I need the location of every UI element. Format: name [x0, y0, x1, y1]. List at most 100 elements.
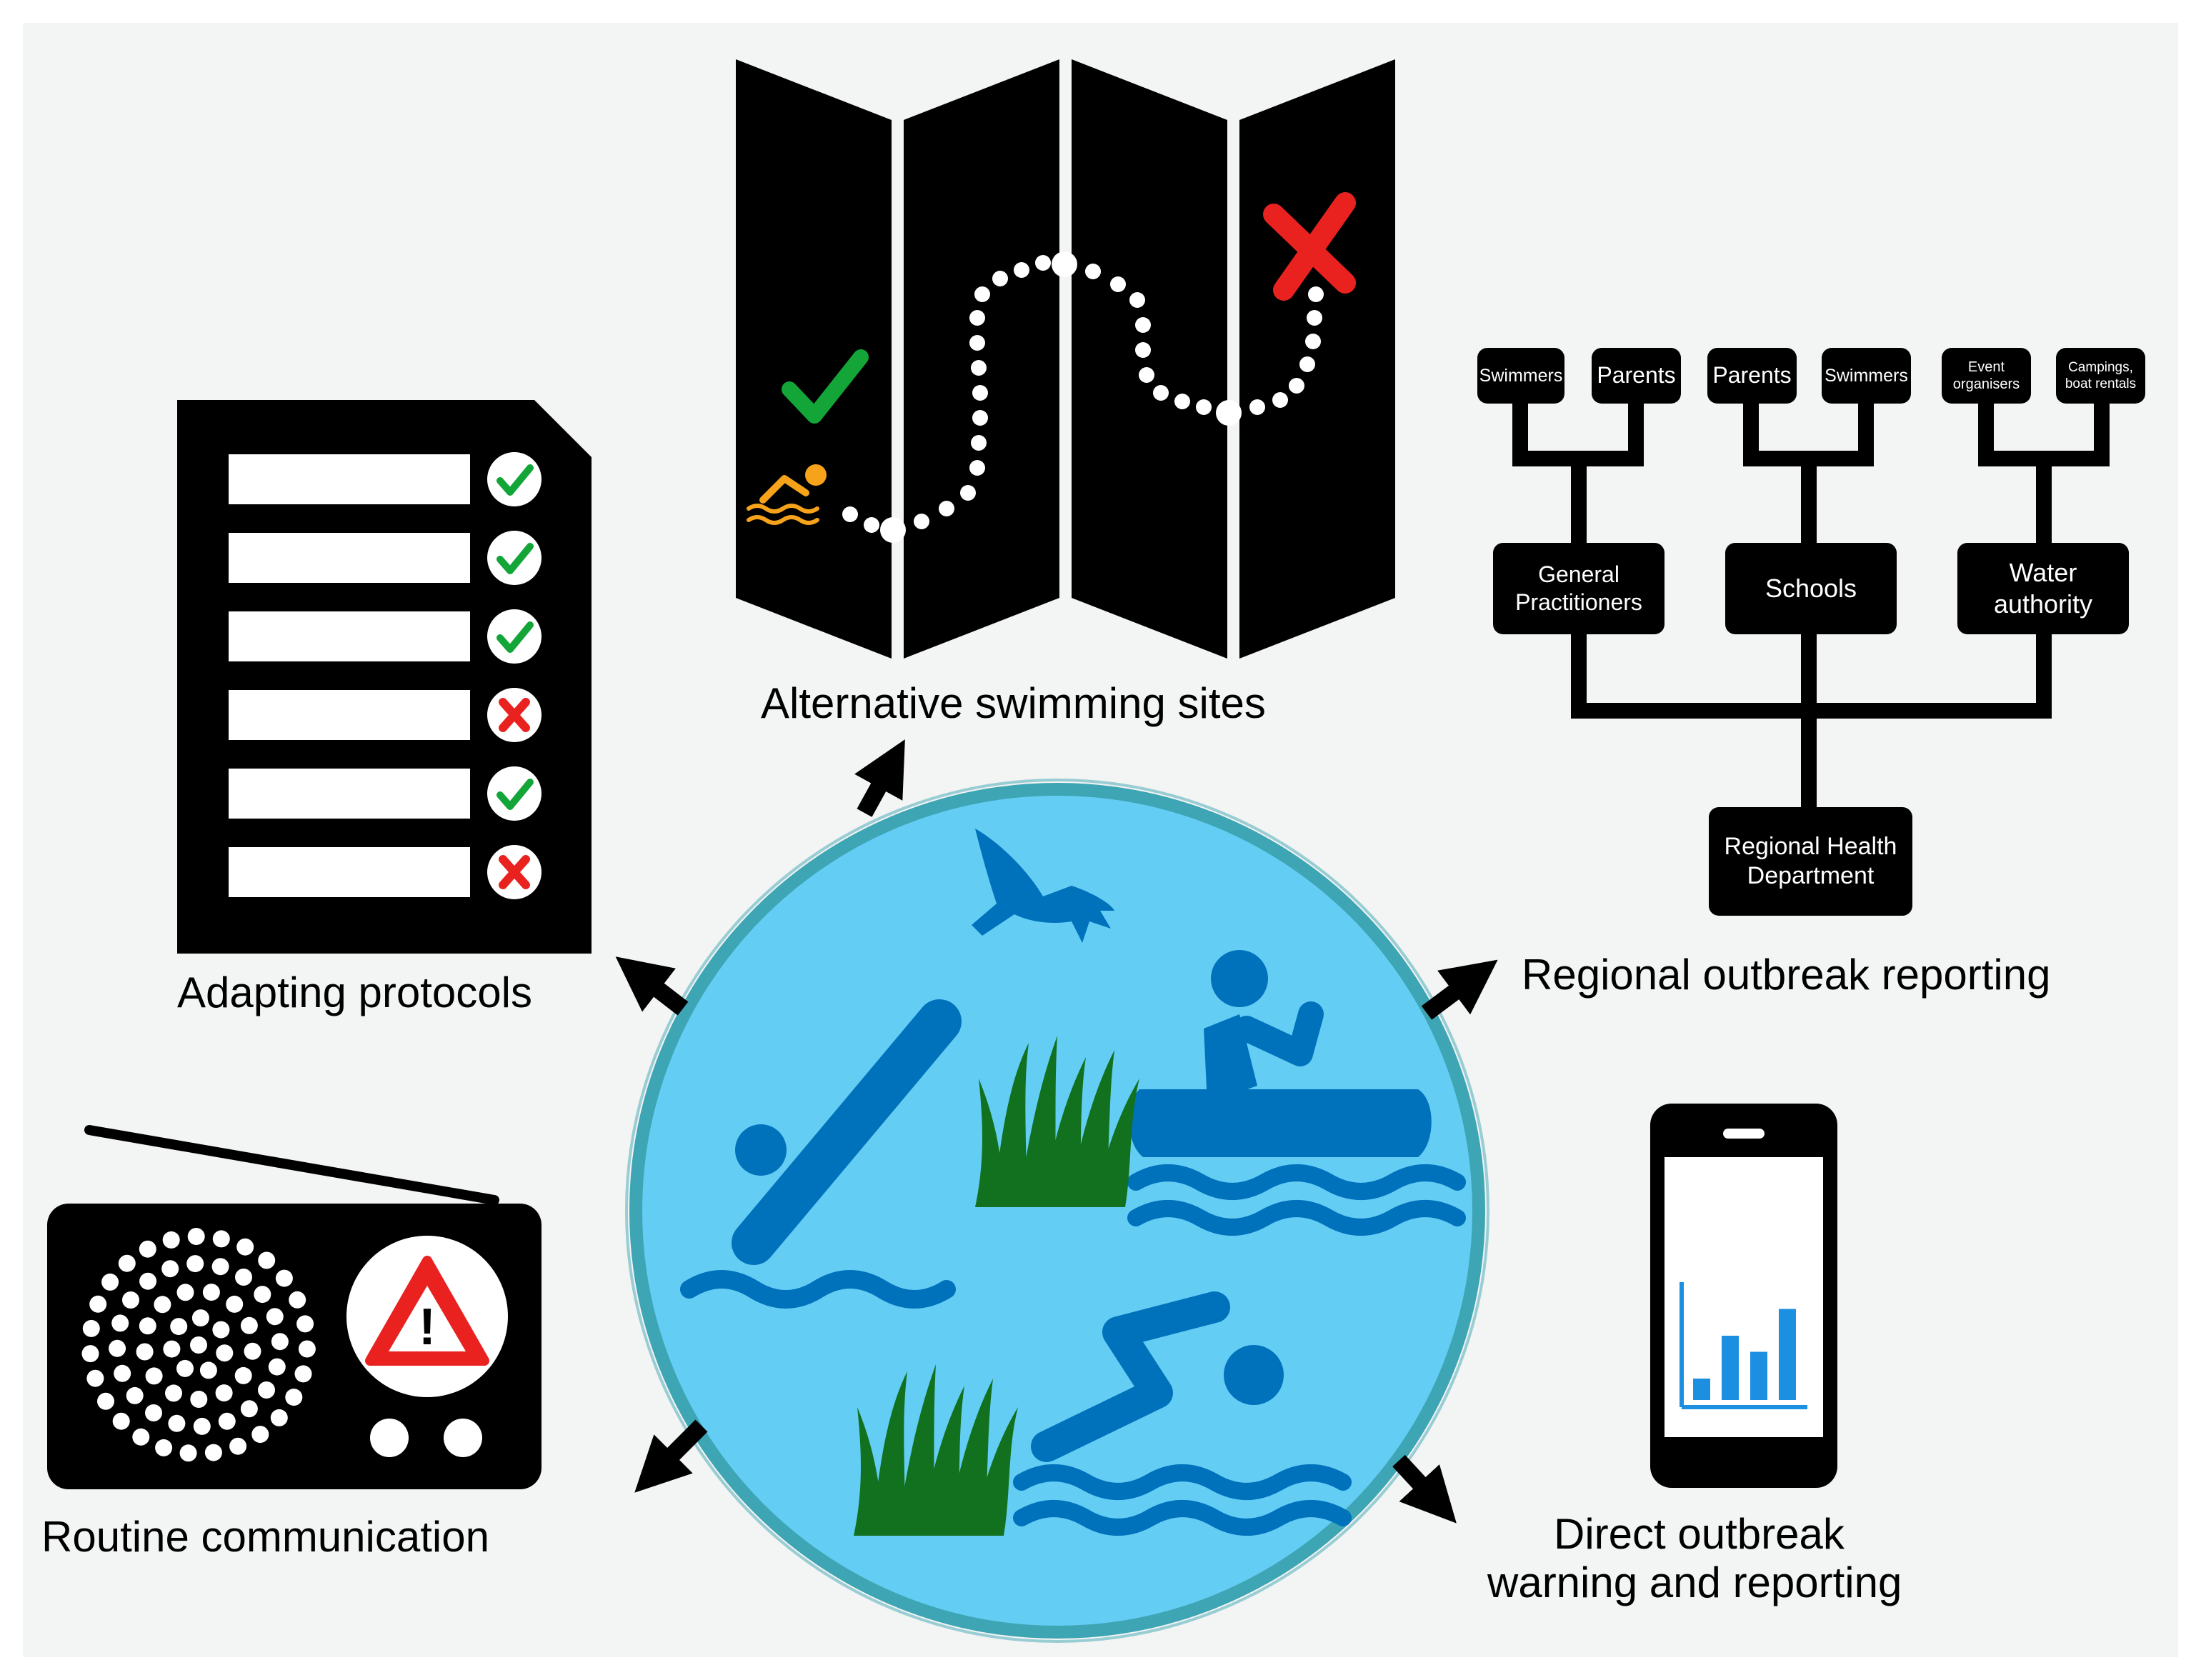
- speaker-dot: [101, 1273, 119, 1291]
- connector-arrows: [615, 739, 1498, 1524]
- speaker-dot: [258, 1381, 275, 1399]
- speaker-dot: [162, 1231, 180, 1249]
- cross-icon: [487, 845, 541, 899]
- node-swimmers: Swimmers: [1822, 348, 1911, 404]
- speaker-dot: [212, 1230, 230, 1248]
- speaker-dot: [187, 1228, 205, 1245]
- caption-routine-communication: Routine communication: [41, 1513, 489, 1561]
- speaker-dot: [118, 1254, 136, 1272]
- speaker-dot: [109, 1339, 126, 1357]
- speaker-dot: [190, 1336, 207, 1354]
- central-water-illustration: [625, 779, 1489, 1643]
- grass-icon: [975, 1036, 1139, 1207]
- arrow-to-protocols: [615, 956, 689, 1016]
- radio-knob: [370, 1419, 409, 1457]
- phone-chart-bar: [1779, 1309, 1796, 1400]
- radio-icon: !: [47, 1125, 541, 1489]
- speaker-dot: [199, 1361, 217, 1379]
- protocol-document-icon: [177, 400, 592, 954]
- cross-icon: [1263, 192, 1356, 301]
- hierarchy-connectors: [1512, 404, 2110, 809]
- speaker-dot: [145, 1404, 162, 1421]
- speaker-dot: [86, 1369, 104, 1387]
- check-icon: [487, 766, 541, 821]
- speaker-dot: [126, 1386, 144, 1404]
- node-schools: Schools: [1725, 543, 1897, 634]
- speaker-dot: [89, 1295, 107, 1313]
- speaker-dot: [161, 1260, 179, 1278]
- speaker-dot: [122, 1291, 139, 1309]
- phone-icon: [1650, 1104, 1837, 1488]
- phone-chart-bar: [1722, 1336, 1739, 1400]
- speaker-dot: [254, 1286, 271, 1304]
- speaker-dot: [81, 1345, 99, 1363]
- speaker-dot: [190, 1391, 208, 1408]
- radio-knob: [444, 1419, 482, 1457]
- speaker-dot: [244, 1342, 261, 1360]
- speaker-dot: [229, 1437, 247, 1455]
- speaker-dot: [97, 1392, 114, 1410]
- speaker-dot: [114, 1364, 131, 1382]
- speaker-dot: [251, 1426, 269, 1444]
- speaker-dot: [136, 1343, 154, 1361]
- arrow-to-sites: [854, 739, 905, 817]
- speaker-dot: [111, 1314, 129, 1332]
- speaker-dot: [179, 1444, 197, 1462]
- swimmer-site-icon: [747, 464, 827, 525]
- water-circle: [629, 783, 1485, 1639]
- speaker-dot: [215, 1384, 233, 1402]
- speaker-dot: [82, 1319, 100, 1337]
- caption-adapting-protocols: Adapting protocols: [177, 969, 532, 1016]
- caption-direct-outbreak-line1: Direct outbreak: [1554, 1510, 1845, 1558]
- speaker-dot: [271, 1333, 289, 1351]
- arrow-to-direct: [1392, 1454, 1457, 1524]
- speaker-dot: [236, 1238, 254, 1256]
- node-parents: Parents: [1707, 348, 1797, 404]
- phone-screen: [1665, 1157, 1823, 1437]
- check-icon: [487, 531, 541, 585]
- diver-icon: [680, 999, 962, 1309]
- speaker-dot: [139, 1272, 157, 1290]
- speaker-dot: [289, 1291, 306, 1309]
- speaker-dot: [139, 1317, 156, 1335]
- node-event-organisers: Event organisers: [1942, 348, 2031, 404]
- speaker-dot: [266, 1308, 284, 1326]
- speaker-dot: [112, 1412, 130, 1430]
- speaker-dot: [298, 1340, 316, 1358]
- speaker-dot: [202, 1284, 220, 1301]
- node-swimmers: Swimmers: [1477, 348, 1564, 404]
- speaker-icon: [81, 1228, 316, 1462]
- speaker-dot: [186, 1255, 204, 1273]
- speaker-dot: [216, 1344, 234, 1362]
- speaker-dot: [155, 1439, 173, 1456]
- speaker-dot: [139, 1240, 156, 1258]
- speaker-dot: [163, 1340, 181, 1358]
- svg-text:!: !: [419, 1299, 436, 1356]
- speaker-dot: [258, 1251, 276, 1269]
- speaker-dot: [218, 1412, 236, 1430]
- arrow-to-regional: [1421, 959, 1498, 1020]
- speaker-dot: [294, 1365, 312, 1383]
- speaker-dot: [275, 1269, 293, 1287]
- check-icon: [487, 609, 541, 664]
- speaker-dot: [226, 1295, 244, 1313]
- phone-chart-bar: [1693, 1379, 1710, 1400]
- antenna-icon: [84, 1125, 499, 1205]
- speaker-dot: [204, 1444, 222, 1461]
- check-icon: [487, 452, 541, 506]
- caption-regional-outbreak-reporting: Regional outbreak reporting: [1522, 951, 2051, 999]
- speaker-dot: [176, 1359, 194, 1377]
- phone-chart-bar: [1750, 1351, 1767, 1400]
- speaker-dot: [212, 1321, 230, 1339]
- speaker-dot: [285, 1389, 303, 1406]
- speaker-dot: [235, 1269, 252, 1286]
- caption-alternative-swimming-sites: Alternative swimming sites: [761, 679, 1266, 727]
- speaker-dot: [211, 1258, 229, 1276]
- bird-icon: [972, 829, 1114, 943]
- speaker-dot: [168, 1414, 186, 1432]
- arrow-to-routine: [634, 1419, 708, 1493]
- speaker-dot: [240, 1400, 258, 1418]
- caption-direct-outbreak-line2: warning and reporting: [1487, 1559, 1902, 1606]
